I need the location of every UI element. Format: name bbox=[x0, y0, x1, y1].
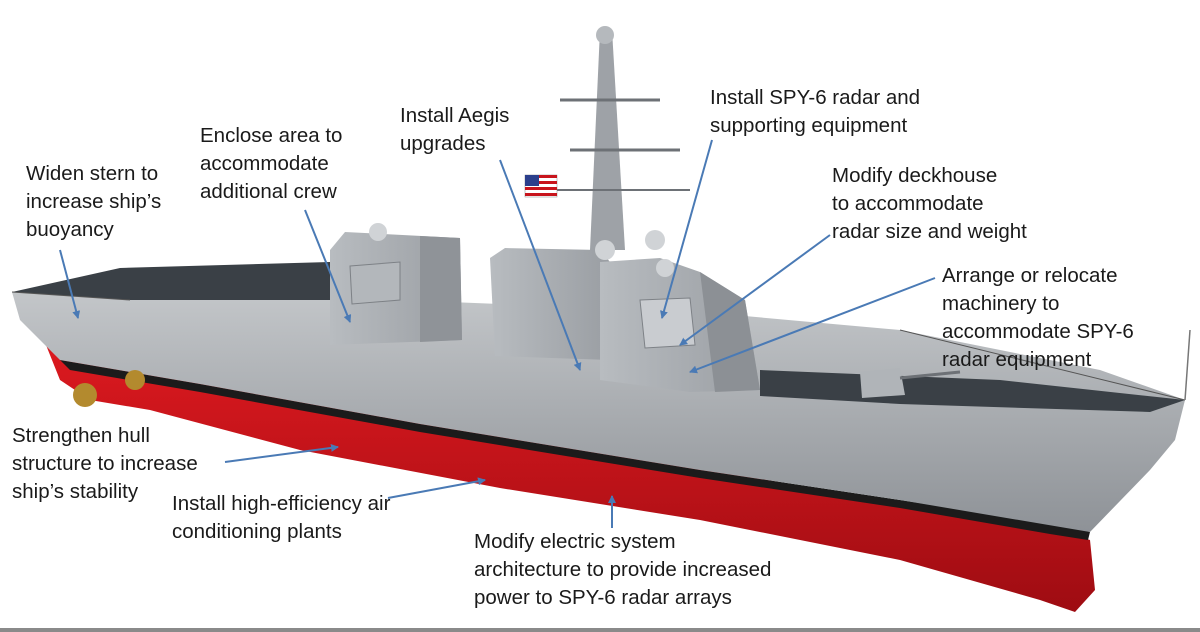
arrow-spy6 bbox=[660, 139, 713, 319]
mid-superstructure bbox=[490, 248, 610, 360]
annotation-arrows bbox=[59, 139, 936, 528]
aft-deck bbox=[12, 262, 330, 300]
aft-radar-array-face bbox=[349, 261, 401, 305]
label-spy6-radar: Install SPY-6 radar and supporting equip… bbox=[710, 86, 921, 137]
label-deckhouse: Modify deckhouse to accommodate radar si… bbox=[832, 164, 1027, 243]
propeller bbox=[125, 370, 145, 390]
radar-array-face bbox=[639, 297, 696, 349]
label-air-conditioning: Install high-efficiency air conditioning… bbox=[172, 492, 391, 543]
arrow-aegis bbox=[499, 159, 582, 371]
arrow-air-conditioning bbox=[387, 477, 486, 499]
label-enclose-area: Enclose area to accommodate additional c… bbox=[200, 124, 343, 203]
label-electric: Modify electric system architecture to p… bbox=[474, 530, 772, 609]
arrow-hull bbox=[224, 443, 339, 463]
flag-icon bbox=[524, 174, 558, 198]
arrow-widen-stern bbox=[59, 249, 81, 319]
aft-superstructure-shade bbox=[420, 236, 462, 342]
hull-grey-section bbox=[12, 292, 1185, 532]
waterline-stripe bbox=[60, 360, 1090, 540]
arrow-machinery bbox=[689, 277, 936, 374]
main-mast bbox=[590, 30, 625, 250]
label-machinery: Arrange or relocate machinery to accommo… bbox=[942, 264, 1134, 371]
label-aegis: Install Aegis upgrades bbox=[400, 104, 510, 155]
arrow-enclose-area bbox=[304, 209, 352, 323]
bottom-rule bbox=[0, 628, 1200, 632]
arrow-deckhouse bbox=[679, 234, 831, 346]
deck-gun bbox=[860, 368, 905, 398]
label-hull: Strengthen hull structure to increase sh… bbox=[12, 424, 198, 503]
label-widen-stern: Widen stern to increase ship’s buoyancy bbox=[26, 162, 162, 241]
propeller bbox=[73, 383, 97, 407]
